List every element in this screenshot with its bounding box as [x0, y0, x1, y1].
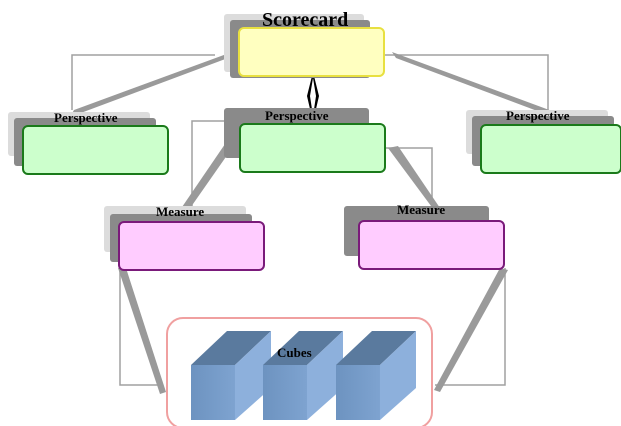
connector-scorecard-to-perspective-left [71, 54, 215, 110]
arrow-measure-right-to-cubes [434, 268, 508, 392]
cube-3 [336, 331, 416, 420]
perspective-center-label: Perspective [265, 108, 329, 123]
connectors [71, 54, 549, 386]
measure-left-label: Measure [156, 204, 205, 219]
cubes-label: Cubes [277, 345, 312, 360]
arrow-measure-left-to-cubes [118, 268, 166, 394]
perspective-right-label: Perspective [506, 108, 570, 123]
arrow-perspective-to-measure-right [388, 146, 440, 210]
perspective-left-label: Perspective [54, 110, 118, 125]
measure-box-left[interactable] [104, 206, 265, 271]
double-arrow-scorecard-perspective [307, 72, 319, 122]
cube-2 [263, 331, 343, 420]
scorecard-label: Scorecard [262, 9, 349, 31]
connector-scorecard-to-perspective-right [385, 54, 549, 110]
measure-right-label: Measure [397, 202, 446, 217]
cube-1 [191, 331, 271, 420]
connector-measure-left-to-cubes [119, 268, 160, 386]
measure-box-right[interactable] [344, 206, 505, 270]
scorecard-box[interactable] [224, 14, 385, 78]
connector-perspective-to-measure-right [385, 147, 433, 205]
connector-measure-right-to-cubes [435, 268, 506, 386]
perspective-box-left[interactable] [8, 112, 169, 175]
connector-perspective-to-measure-left [191, 120, 228, 210]
perspective-box-right[interactable] [466, 110, 621, 174]
perspective-box-center[interactable] [224, 108, 386, 173]
arrow-scorecard-to-perspective-right [392, 52, 556, 118]
arrow-scorecard-to-perspective-left [70, 52, 232, 117]
